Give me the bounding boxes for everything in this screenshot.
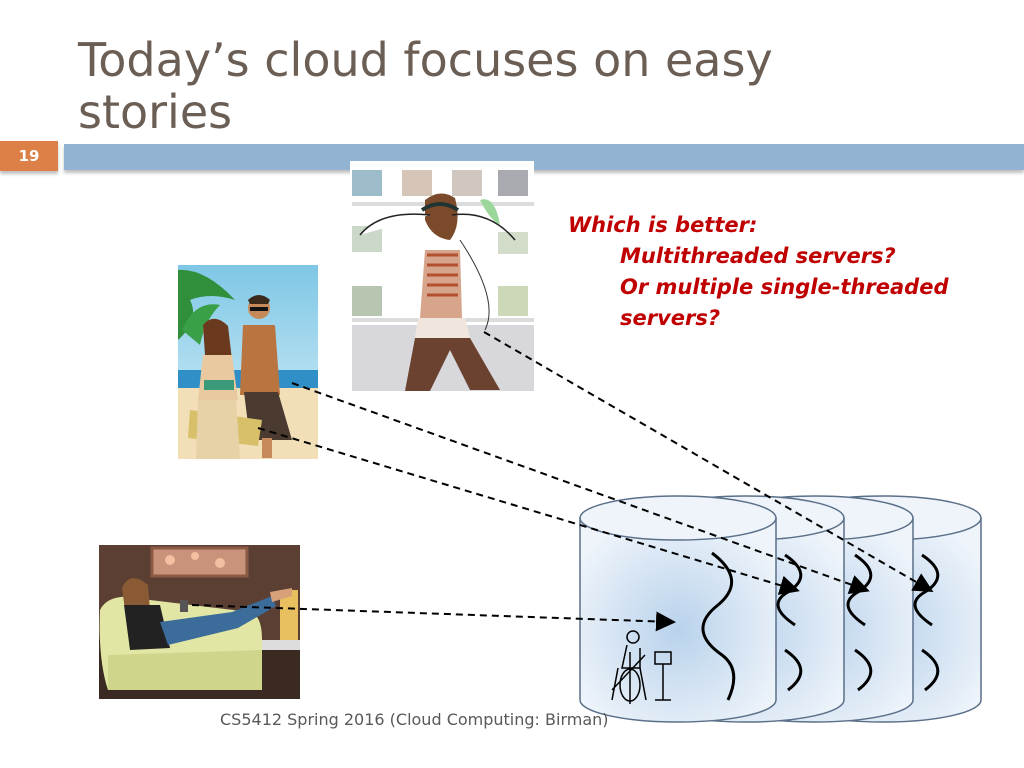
request-arrows [191, 331, 934, 632]
slide-title-line-1: Today’s cloud focuses on easy [78, 33, 773, 87]
beach-couple-illustration [178, 265, 318, 459]
question-callout: Which is better: Multithreaded servers? … [568, 210, 988, 334]
question-heading: Which is better: [568, 213, 758, 237]
question-option-single-threaded: Or multiple single-threaded [620, 275, 949, 299]
server-cylinder-icon [579, 495, 777, 723]
question-option-multithreaded: Multithreaded servers? [620, 244, 896, 268]
arrow-dancer-to-server-4 [483, 331, 934, 593]
thread-squiggle-icon [701, 551, 736, 701]
arrow-beach-to-server-2 [257, 427, 800, 595]
slide-number: 19 [0, 141, 58, 171]
question-option-single-threaded-cont: servers? [620, 306, 721, 330]
dancing-woman-headphones-illustration [350, 161, 534, 391]
slide-footer: CS5412 Spring 2016 (Cloud Computing: Bir… [220, 710, 609, 729]
slide-title-line-2: stories [78, 85, 233, 139]
slide-title: Today’s cloud focuses on easy stories [78, 34, 958, 138]
header-bar [64, 144, 1024, 170]
woman-on-couch-phone-illustration [99, 545, 300, 699]
arrow-beach-to-server-3 [291, 382, 870, 594]
cellist-icon [611, 630, 672, 704]
arrow-couch-to-server-1 [191, 604, 676, 632]
server-cylinders [579, 495, 982, 723]
